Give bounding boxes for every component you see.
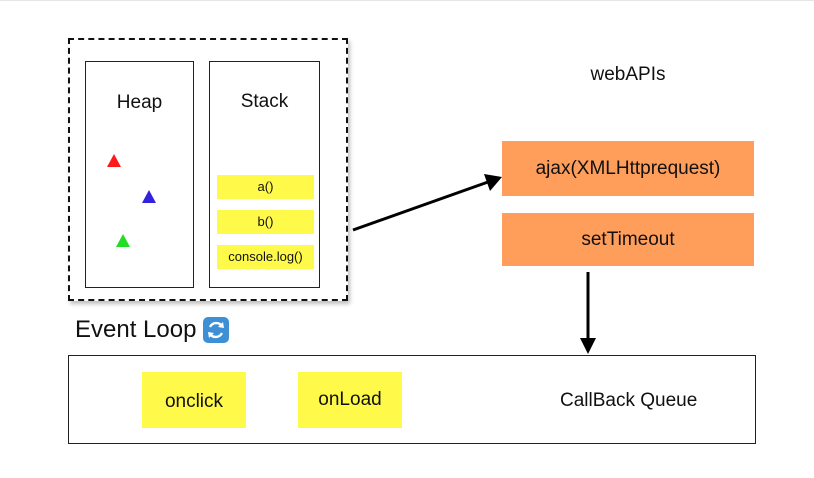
stack-title: Stack [240, 91, 289, 112]
loop-arrows-icon [203, 317, 230, 343]
heap-title: Heap [116, 92, 163, 113]
stack-frame-a: a() [217, 175, 314, 199]
heap-panel: Heap [85, 61, 194, 288]
queue-item-onclick: onclick [142, 372, 246, 428]
arrow-webapis-to-queue [580, 272, 596, 354]
event-loop-label: Event Loop [75, 316, 197, 343]
callback-queue-label: CallBack Queue [560, 390, 698, 411]
event-loop-label-group: Event Loop [75, 316, 230, 344]
heap-object-red-triangle [107, 154, 121, 167]
webapi-ajax-box: ajax(XMLHttprequest) [502, 141, 754, 196]
stack-frame-console-log: console.log() [217, 245, 314, 269]
webapis-title: webAPIs [590, 64, 666, 85]
heap-object-blue-triangle [142, 190, 156, 203]
top-divider [0, 0, 814, 1]
webapi-settimeout-box: setTimeout [502, 213, 754, 266]
arrow-stack-to-webapis [352, 174, 502, 232]
heap-object-green-triangle [116, 234, 130, 247]
queue-item-onload: onLoad [298, 372, 402, 428]
stack-frame-b: b() [217, 210, 314, 234]
